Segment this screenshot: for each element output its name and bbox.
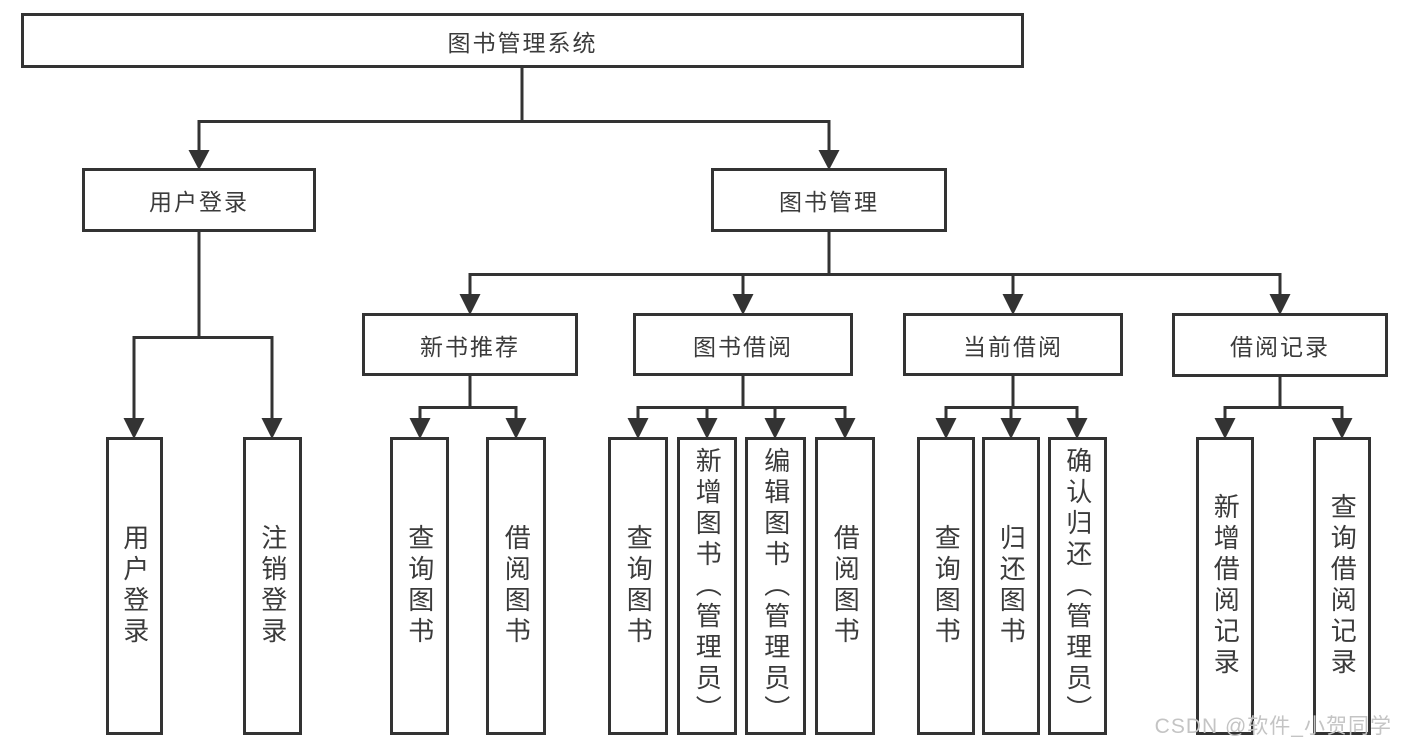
node-user-login: 用户登录 xyxy=(82,168,316,232)
leaf-logout: 注销登录 xyxy=(243,437,302,735)
leaf-return-books: 归还图书 xyxy=(982,437,1040,735)
leaf-add-books-admin: 新增图书（管理员） xyxy=(677,437,737,735)
node-label: 编辑图书（管理员） xyxy=(760,446,791,726)
node-label: 新增借阅记录 xyxy=(1210,493,1241,679)
leaf-borrow-books: 借阅图书 xyxy=(486,437,546,735)
node-label: 确认归还（管理员） xyxy=(1062,446,1093,726)
node-new-book-recommendation: 新书推荐 xyxy=(362,313,578,376)
node-label: 归还图书 xyxy=(996,524,1027,648)
node-label: 借阅图书 xyxy=(501,524,532,648)
leaf-query-books: 查询图书 xyxy=(390,437,449,735)
node-label: 查询图书 xyxy=(623,524,654,648)
node-label: 用户登录 xyxy=(119,524,150,648)
leaf-edit-books-admin: 编辑图书（管理员） xyxy=(745,437,806,735)
node-label: 图书管理系统 xyxy=(447,29,598,56)
node-label: 查询图书 xyxy=(404,524,435,648)
node-label: 借阅记录 xyxy=(1230,334,1330,360)
leaf-confirm-return-admin: 确认归还（管理员） xyxy=(1048,437,1107,735)
watermark-text: CSDN @软件_小贺同学 xyxy=(1154,715,1392,738)
leaf-user-login: 用户登录 xyxy=(106,437,163,735)
leaf-query-borrow-record: 查询借阅记录 xyxy=(1313,437,1371,735)
node-label: 图书管理 xyxy=(779,189,879,215)
node-label: 新书推荐 xyxy=(420,333,520,360)
node-label: 借阅图书 xyxy=(830,524,861,648)
node-book-management: 图书管理 xyxy=(711,168,947,232)
node-book-borrowing: 图书借阅 xyxy=(633,313,853,376)
node-current-borrowing: 当前借阅 xyxy=(903,313,1123,376)
leaf-query-books: 查询图书 xyxy=(608,437,668,735)
node-label: 注销登录 xyxy=(257,524,288,648)
node-label: 用户登录 xyxy=(149,189,249,215)
node-label: 查询图书 xyxy=(931,524,962,648)
node-label: 新增图书（管理员） xyxy=(692,446,723,726)
node-library-management-system: 图书管理系统 xyxy=(21,13,1024,68)
node-label: 图书借阅 xyxy=(693,333,793,360)
node-label: 当前借阅 xyxy=(963,333,1063,360)
leaf-query-books: 查询图书 xyxy=(917,437,975,735)
leaf-borrow-books: 借阅图书 xyxy=(815,437,875,735)
node-borrowing-records: 借阅记录 xyxy=(1172,313,1388,377)
leaf-add-borrow-record: 新增借阅记录 xyxy=(1196,437,1254,735)
node-label: 查询借阅记录 xyxy=(1327,493,1358,679)
